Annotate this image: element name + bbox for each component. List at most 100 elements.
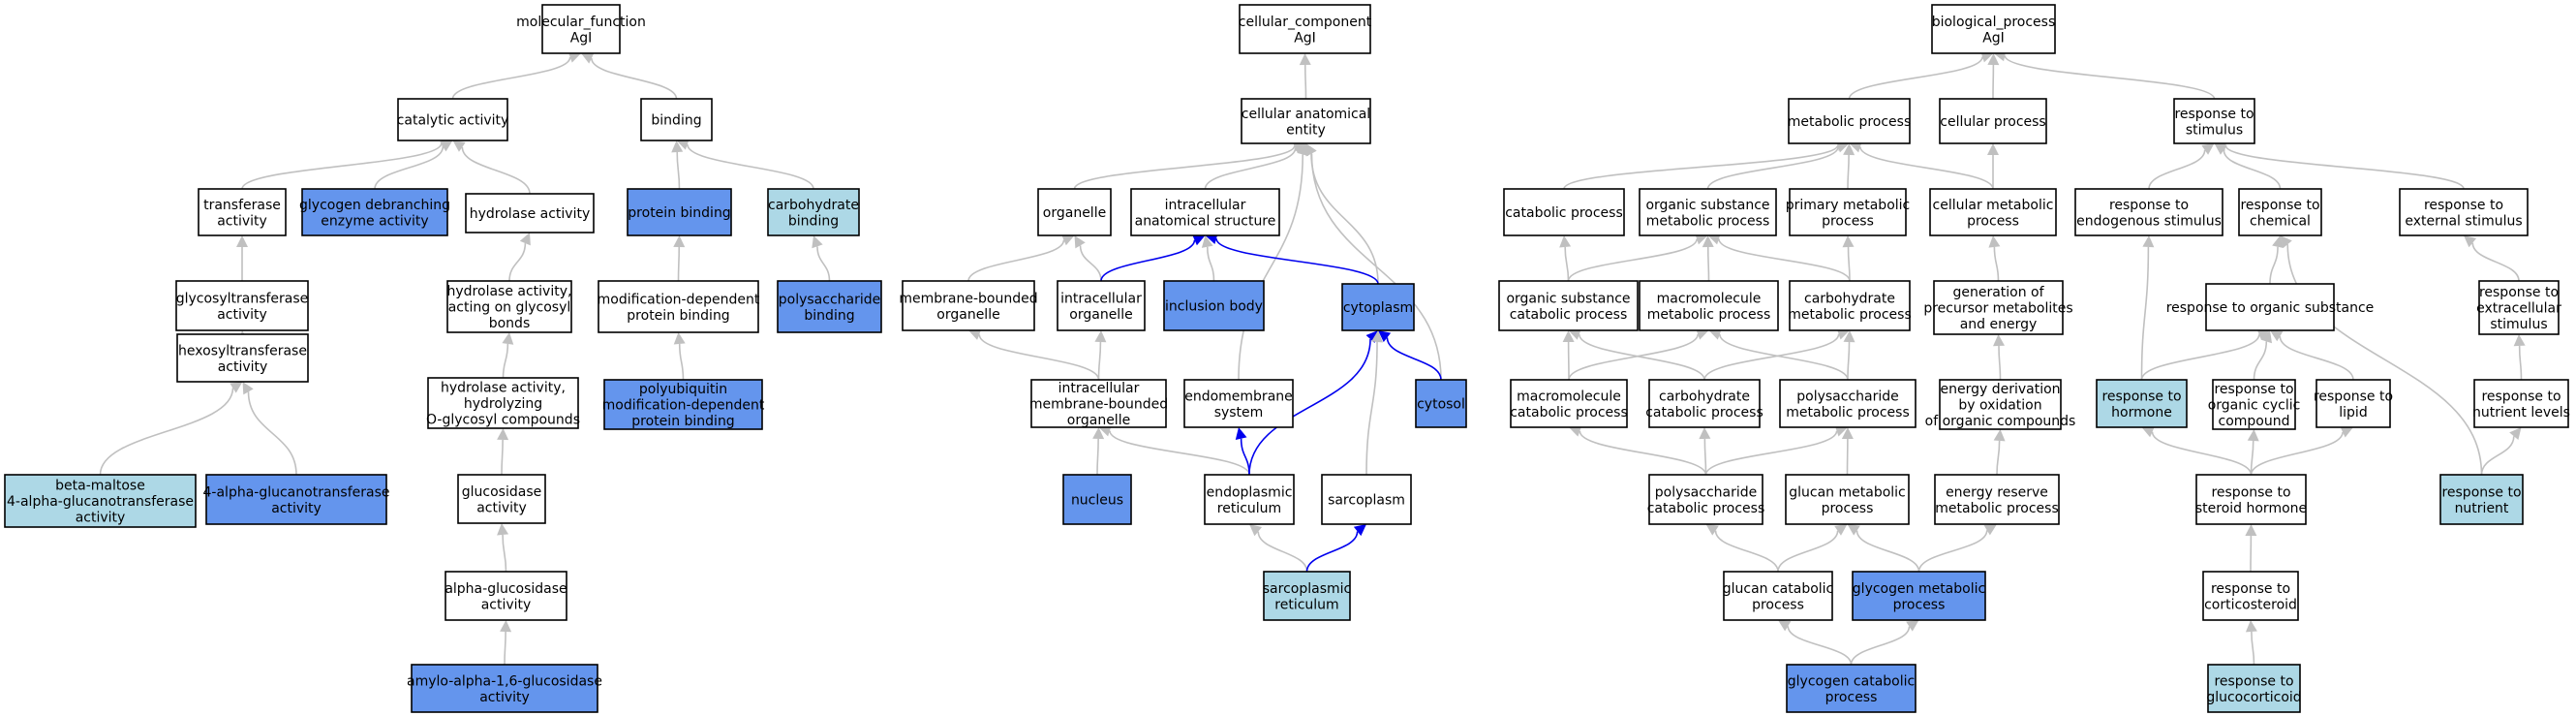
node-label-line: activity [76, 511, 126, 526]
edge-line [2140, 334, 2260, 381]
node-cytoplasm[interactable]: cytoplasm [1341, 283, 1415, 331]
edge-oscp-to-osmp [1567, 233, 1708, 282]
edge-line [1578, 333, 1705, 381]
node-nucleus[interactable]: nucleus [1062, 474, 1132, 525]
node-cellular_process[interactable]: cellular process [1939, 98, 2047, 144]
edge-line [1248, 338, 1371, 476]
edge-line [502, 343, 509, 379]
node-cytosol[interactable]: cytosol [1415, 379, 1467, 428]
edge-arrowhead [1695, 233, 1708, 245]
node-label-line: and energy [1960, 317, 2038, 332]
edge-glucosidase-to-hydrolase_oglycosyl [497, 428, 509, 476]
edge-hydrolase-to-catalytic [452, 140, 531, 195]
node-polyubiquitin[interactable]: polyubiquitinmodification-dependentprote… [602, 379, 765, 430]
edge-arrowhead [1696, 328, 1709, 340]
node-beta_maltose[interactable]: beta-maltose4-alpha-glucanotransferaseac… [4, 474, 197, 528]
node-hydrolase[interactable]: hydrolase activity [465, 193, 595, 233]
node-catabolic[interactable]: catabolic process [1503, 188, 1625, 236]
node-ros[interactable]: response to organic substance [2166, 283, 2375, 331]
node-metabolic[interactable]: metabolic process [1788, 98, 1912, 144]
edge-arrowhead [1074, 235, 1086, 249]
node-label-line: process [1822, 501, 1874, 516]
node-box [1415, 379, 1467, 428]
node-label-line: 4-alpha-glucanotransferase [203, 484, 390, 500]
edge-line [501, 439, 504, 476]
edge-line [978, 334, 1100, 381]
node-inclusion[interactable]: inclusion body [1163, 280, 1265, 331]
node-hydrolase_glycosyl[interactable]: hydrolase activity,acting on glycosylbon… [446, 280, 572, 333]
edge-arrowhead [2260, 330, 2273, 344]
node-sarcoplasm[interactable]: sarcoplasm [1321, 474, 1412, 525]
node-box [2205, 283, 2335, 331]
node-hydrolase_oglycosyl[interactable]: hydrolase activity,hydrolyzingO-glycosyl… [426, 377, 580, 429]
edge-line [1204, 147, 1297, 190]
node-label-line: metabolic process [1788, 114, 1912, 130]
edge-oscp-to-catabolic [1559, 235, 1572, 282]
node-organelle[interactable]: organelle [1037, 188, 1112, 236]
node-label-line: activity [217, 213, 267, 229]
node-protein_binding[interactable]: protein binding [627, 188, 732, 236]
edge-arrowhead [1293, 142, 1306, 154]
node-label-line: response to [2101, 389, 2181, 404]
edge-line [2253, 341, 2268, 381]
node-label-line: by oxidation [1958, 398, 2041, 414]
edge-line [2480, 436, 2515, 476]
node-binding[interactable]: binding [640, 98, 713, 141]
node-catalytic[interactable]: catalytic activity [397, 98, 509, 141]
edge-arrowhead [1562, 330, 1575, 343]
node-box [1239, 4, 1371, 54]
